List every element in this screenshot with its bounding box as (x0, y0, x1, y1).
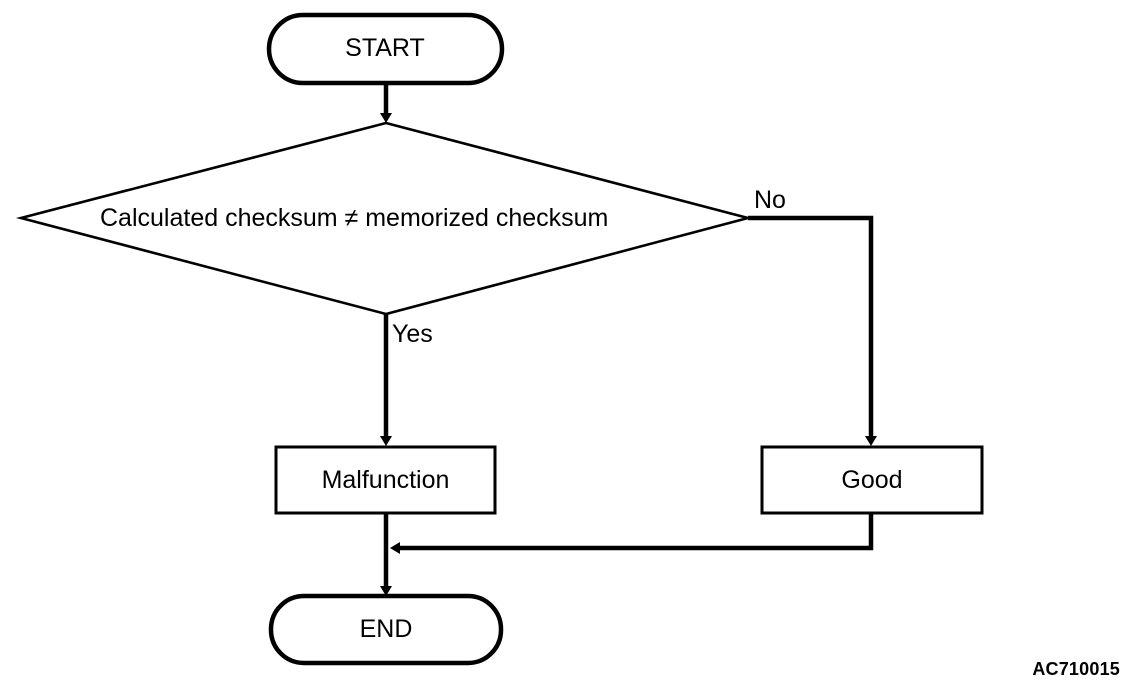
good-node-shape[interactable] (760, 445, 984, 515)
edge-decision-no-to-good (748, 215, 877, 446)
start-node-label: START (345, 34, 425, 62)
edge-label-no: No (754, 186, 786, 214)
good-node-label: Good (841, 466, 903, 494)
edge-label-yes: Yes (392, 320, 433, 348)
decision-node-label: Calculated checksum ≠ memorized checksum (100, 204, 609, 232)
malfunction-node-label: Malfunction (321, 466, 450, 494)
end-node-shape[interactable] (268, 593, 504, 666)
edge-good-to-merge (390, 513, 874, 554)
end-node-label: END (359, 615, 413, 643)
diagram-reference-code: AC710015 (1032, 659, 1120, 679)
